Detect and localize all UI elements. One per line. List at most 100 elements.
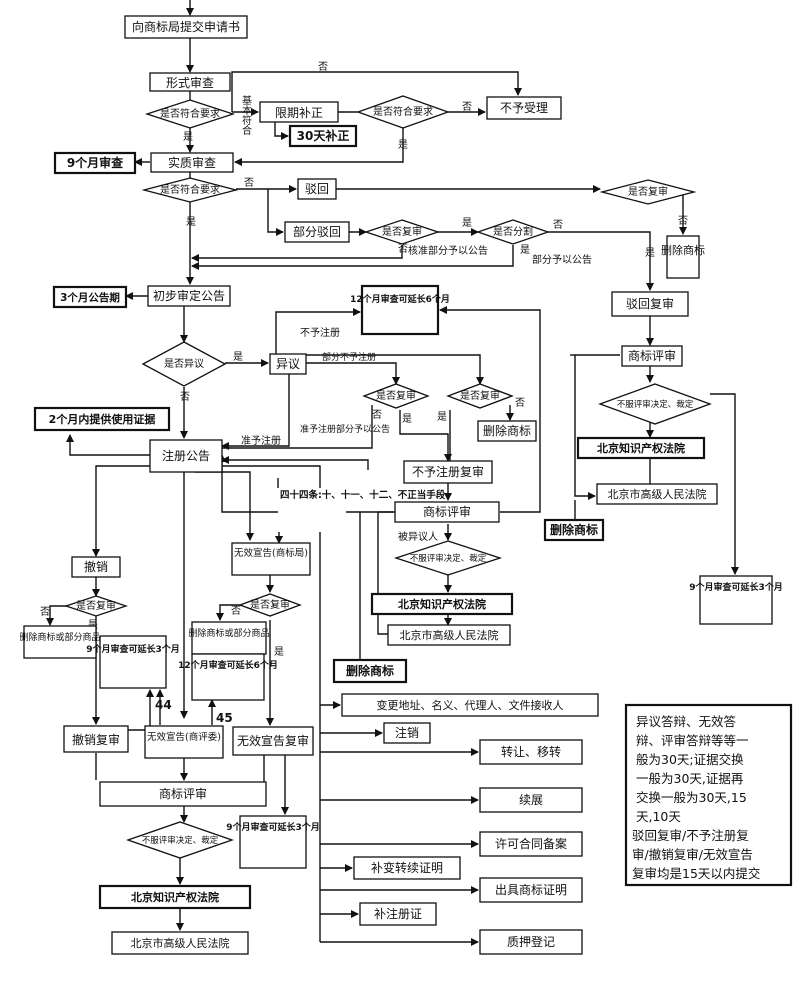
not-accept-ruling-right-label: 不服评审决定、裁定 [617, 399, 694, 410]
no-register-review-label: 不予注册复审 [412, 464, 484, 479]
node-tm-board-mid: 商标评审 [394, 501, 500, 523]
decision-review-2-label: 是否复审 [382, 225, 422, 238]
node-nine-month-bottom: 9个月审查可延长3个月 [226, 815, 320, 869]
node-delete-mark-right: 删除商标 [543, 518, 605, 542]
not-accept-label: 不予受理 [500, 101, 548, 115]
high-court-mid-label: 北京市高级人民法院 [400, 628, 499, 642]
node-three-month: 3个月公告期 [52, 285, 128, 309]
service-item-1: 注销 [395, 725, 419, 740]
node-ip-court-right: 北京知识产权法院 [576, 436, 706, 460]
no-register-label: 不予注册 [300, 326, 340, 339]
service-item-0: 变更地址、名义、代理人、文件接收人 [377, 698, 564, 712]
service-item-3: 续展 [519, 793, 543, 807]
node-limited-fix: 限期补正 [259, 101, 339, 123]
yes-label-4: 是 [645, 247, 655, 259]
service-item-8: 质押登记 [507, 934, 555, 949]
cancel-review-label: 撤销复审 [72, 732, 120, 747]
delete-mark-low-label: 删除商标 [346, 663, 394, 678]
node-prelim-announce: 初步审定公告 [147, 285, 231, 307]
no-label-10: 否 [40, 606, 50, 618]
yes-label-7: 是 [233, 351, 243, 363]
decision-review-top-label: 是否复审 [628, 185, 668, 198]
yes-label-3: 是 [186, 216, 196, 228]
decision-review-6-label: 是否复审 [76, 599, 116, 612]
node-reject-review: 驳回复审 [611, 291, 689, 317]
decision-not-accept-ruling-right: 不服评审决定、裁定 [598, 383, 712, 425]
decision-not-accept-ruling-mid: 不服评审决定、裁定 [393, 540, 503, 576]
tm-board-right-label: 商标评审 [628, 348, 676, 363]
tm-board-mid-label: 商标评审 [423, 504, 471, 519]
high-court-right-label: 北京市高级人民法院 [608, 487, 707, 501]
node-objection: 异议 [269, 353, 307, 375]
note-line-4: 交换一般为30天,15 [636, 790, 747, 805]
service-item-7: 补注册证 [374, 906, 422, 921]
objection-label: 异议 [276, 357, 300, 371]
no-label-6: 否 [553, 219, 563, 231]
delete-mark-right-label: 删除商标 [550, 522, 598, 537]
yes-label-8: 是 [402, 413, 412, 425]
register-announce-label: 注册公告 [162, 448, 210, 463]
approve-part-label: 核准部分予以公告 [408, 244, 488, 257]
nine-month-label: 9个月审查 [67, 155, 124, 170]
node-twelve-month-mid: 12个月审查可延长6个月 [178, 653, 278, 701]
no-label-7: 否 [180, 391, 190, 403]
node-high-court-mid: 北京市高级人民法院 [387, 624, 511, 646]
partial-no-register-label: 部分不予注册 [322, 351, 376, 363]
note-line-7: 审/撤销复审/无效宣告 [632, 847, 753, 862]
decision-meets-1: 是否符合要求 [144, 99, 236, 129]
delete-part-goods-left-label: 删除商标或部分商品 [19, 631, 100, 643]
num45-label: 45 [216, 711, 233, 725]
note-line-0: 异议答辩、无效答 [636, 714, 737, 729]
not-accept-ruling-bottom-label: 不服评审决定、裁定 [142, 835, 219, 846]
two-month-label: 2个月内提供使用证据 [49, 412, 156, 426]
connectors [46, 0, 739, 946]
node-tm-board-right: 商标评审 [621, 345, 683, 367]
delete-mark-top-label: 删除商标 [661, 243, 705, 257]
node-art44: 四十四条:十、十一、十二、不正当手段 [278, 488, 446, 532]
decision-review-4-label: 是否复审 [460, 389, 500, 402]
decision-review-5-label: 是否复审 [250, 598, 290, 611]
node-ip-court-mid: 北京知识产权法院 [370, 592, 514, 616]
decision-meets-2-label: 是否符合要求 [373, 105, 433, 118]
node-apply: 向商标局提交申请书 [124, 15, 248, 39]
no-label-4: 否 [678, 215, 688, 227]
node-delete-mark-mid: 删除商标 [477, 420, 537, 442]
reject-review-label: 驳回复审 [626, 296, 674, 311]
node-not-accept: 不予受理 [486, 96, 562, 120]
yes-label-11: 是 [274, 646, 284, 658]
decision-review-4: 是否复审 [446, 383, 514, 409]
note-line-6: 驳回复审/不予注册复 [632, 828, 749, 843]
node-two-month: 2个月内提供使用证据 [33, 406, 171, 432]
decision-split-label: 是否分割 [493, 225, 533, 238]
invalid-review-label: 无效宣告复审 [237, 733, 309, 748]
node-nine-month: 9个月审查 [53, 151, 137, 175]
node-fix-30: 30天补正 [288, 124, 358, 148]
node-register-announce: 注册公告 [149, 439, 223, 473]
ip-court-bottom-label: 北京知识产权法院 [131, 890, 219, 904]
ip-court-right-label: 北京知识产权法院 [597, 441, 685, 455]
decision-objection: 是否异议 [141, 341, 227, 387]
node-no-register-review: 不予注册复审 [403, 460, 493, 484]
decision-meets-3-label: 是否符合要求 [160, 183, 220, 196]
no-label-2: 否 [462, 101, 472, 113]
decision-objection-label: 是否异议 [164, 358, 204, 370]
fix-30-label: 30天补正 [297, 128, 350, 143]
service-list: 变更地址、名义、代理人、文件接收人 注销 转让、移转 续展 许可合同备案 补变转… [341, 693, 599, 955]
node-formal-review: 形式审查 [149, 72, 231, 92]
invalid-tmo-label: 无效宣告(商标局) [234, 547, 308, 559]
decision-review-5: 是否复审 [238, 593, 302, 617]
node-high-court-right: 北京市高级人民法院 [596, 483, 718, 505]
no-label-8: 否 [372, 409, 382, 421]
decision-review-top: 是否复审 [599, 179, 697, 205]
delete-part-goods-mid-label: 删除商标或部分商品 [188, 627, 269, 639]
service-item-6: 出具商标证明 [495, 882, 567, 897]
partial-reject-label: 部分驳回 [293, 224, 341, 239]
basic-meets-label: 基本符合 [240, 94, 252, 136]
no-label-9: 否 [515, 397, 525, 409]
node-cancel: 撤销 [71, 556, 121, 578]
approve-register-part-label: 准予注册部分予以公告 [300, 423, 390, 435]
service-item-2: 转让、移转 [501, 744, 561, 759]
node-high-court-bottom: 北京市高级人民法院 [111, 931, 249, 955]
node-cancel-review: 撤销复审 [63, 725, 129, 753]
yes-label-1: 是 [183, 131, 193, 143]
